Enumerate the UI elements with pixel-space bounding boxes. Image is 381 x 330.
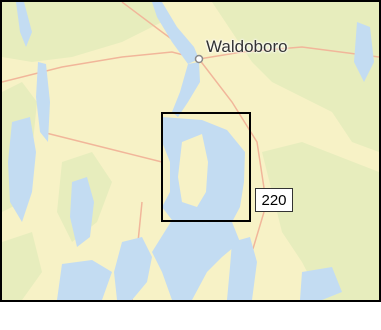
extent-box — [161, 112, 251, 222]
town-marker-icon[interactable] — [194, 54, 204, 64]
map-canvas — [2, 2, 379, 300]
route-shield: 220 — [255, 188, 293, 212]
route-number: 220 — [261, 191, 287, 209]
town-label[interactable]: Waldoboro — [206, 37, 288, 56]
map-view[interactable]: Waldoboro 220 — [0, 0, 381, 302]
island — [178, 134, 208, 207]
roads — [2, 2, 379, 300]
forest-areas — [2, 2, 379, 300]
